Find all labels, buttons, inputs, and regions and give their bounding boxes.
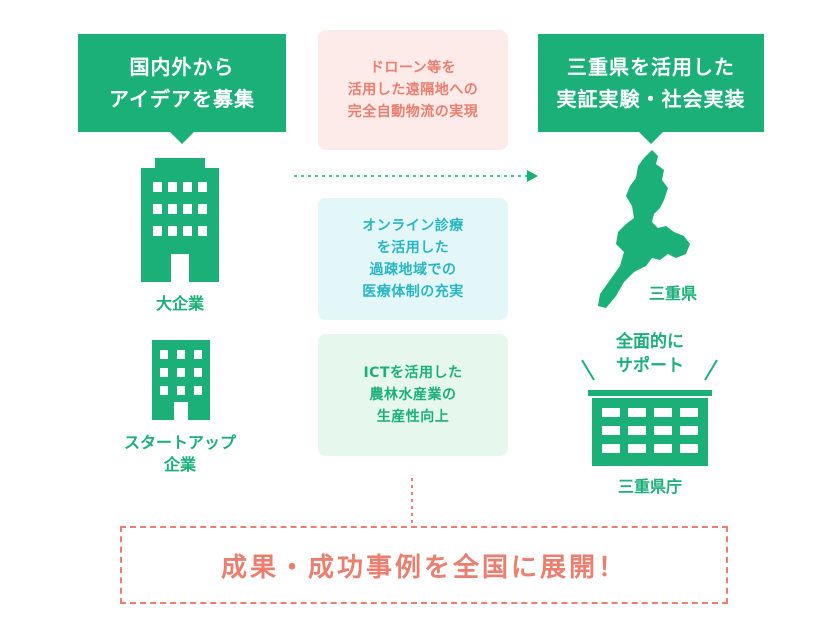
flow-arrow (294, 170, 538, 182)
theme-drone-line-1: ドローン等を (369, 60, 457, 76)
theme-medical-line-2: を活用した (376, 240, 450, 256)
theme-ict-line-3: 生産性向上 (376, 409, 450, 425)
mie-prefecture-map-icon (598, 150, 690, 308)
theme-ict-line-1: ICTを活用した (363, 365, 463, 381)
support-right-slash (704, 359, 718, 381)
mie-label: 三重県 (648, 284, 697, 303)
theme-drone-line-3: 完全自動物流の実現 (347, 104, 479, 120)
demonstration-callout: 三重県を活用した 実証実験・社会実装 (538, 34, 764, 144)
theme-medical-line-4: 医療体制の充実 (362, 284, 464, 300)
theme-drone-logistics: ドローン等を 活用した遠隔地への 完全自動物流の実現 (318, 30, 508, 150)
idea-callout-line-2: アイデアを募集 (109, 87, 255, 111)
support-label: 全面的に サポート (590, 330, 710, 378)
idea-callout: 国内外から アイデアを募集 (78, 34, 286, 144)
startup-label-line-1: スタートアップ (123, 433, 236, 452)
theme-medical-line-1: オンライン診療 (362, 218, 464, 234)
support-left-slash (581, 359, 595, 381)
government-office-icon (588, 390, 712, 466)
theme-drone-line-2: 活用した遠隔地への (347, 82, 479, 98)
theme-ict-line-2: 農林水産業の (369, 387, 457, 403)
support-label-line-2: サポート (616, 356, 684, 376)
demonstration-callout-line-2: 実証実験・社会実装 (556, 87, 746, 111)
demonstration-callout-line-1: 三重県を活用した (567, 55, 735, 79)
idea-callout-line-1: 国内外から (129, 55, 235, 79)
startup-label-line-2: 企業 (163, 455, 196, 474)
small-building-icon (152, 340, 210, 420)
theme-online-medical: オンライン診療 を活用した 過疎地域での 医療体制の充実 (318, 198, 508, 320)
result-connector (411, 478, 413, 524)
result-banner: 成果・成功事例を全国に展開！ (120, 526, 728, 604)
theme-ict-agriculture: ICTを活用した 農林水産業の 生産性向上 (318, 334, 508, 456)
office-building-icon (141, 158, 219, 282)
theme-medical-line-3: 過疎地域での (369, 262, 457, 278)
startup-label: スタートアップ 企業 (100, 432, 260, 476)
result-text: 成果・成功事例を全国に展開！ (220, 552, 627, 583)
support-label-line-1: 全面的に (616, 332, 684, 352)
large-company-label: 大企業 (155, 294, 204, 313)
prefecture-office-label: 三重県庁 (617, 477, 682, 496)
